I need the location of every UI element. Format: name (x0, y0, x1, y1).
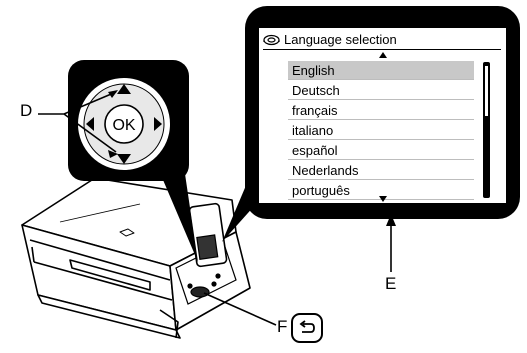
back-arrow-icon (299, 320, 315, 333)
up-arrow-icon (117, 84, 131, 94)
lcd-title-divider (263, 49, 501, 50)
operation-panel (175, 202, 237, 305)
language-option[interactable]: Nederlands (288, 161, 474, 180)
lcd-title: Language selection (263, 31, 397, 47)
lcd-scrollbar[interactable] (483, 62, 490, 198)
language-option[interactable]: English (288, 61, 474, 80)
lcd-title-text: Language selection (284, 31, 397, 47)
ok-label: OK (112, 117, 135, 134)
f-callout-line (203, 292, 277, 326)
brand-mark-icon (119, 228, 135, 237)
scroll-up-icon (379, 52, 387, 58)
right-arrow-icon (154, 117, 162, 131)
scroll-down-icon (379, 196, 387, 202)
callout-f: F (277, 317, 288, 336)
lcd-scroll-thumb[interactable] (485, 66, 488, 116)
language-option[interactable]: français (288, 101, 474, 120)
ok-button[interactable] (104, 104, 144, 144)
callout-e: E (385, 274, 397, 293)
down-arrow-icon (117, 154, 131, 164)
left-arrow-icon (86, 117, 94, 131)
paper-output-slot (69, 259, 151, 291)
d-callout-lines (38, 91, 117, 153)
language-option[interactable]: Deutsch (288, 81, 474, 100)
language-option[interactable]: español (288, 141, 474, 160)
callout-d: D (20, 101, 33, 120)
setup-gear-icon (263, 33, 280, 46)
back-button[interactable] (291, 313, 323, 343)
language-option[interactable]: italiano (288, 121, 474, 140)
language-list: English Deutsch français italiano españo… (288, 61, 474, 201)
